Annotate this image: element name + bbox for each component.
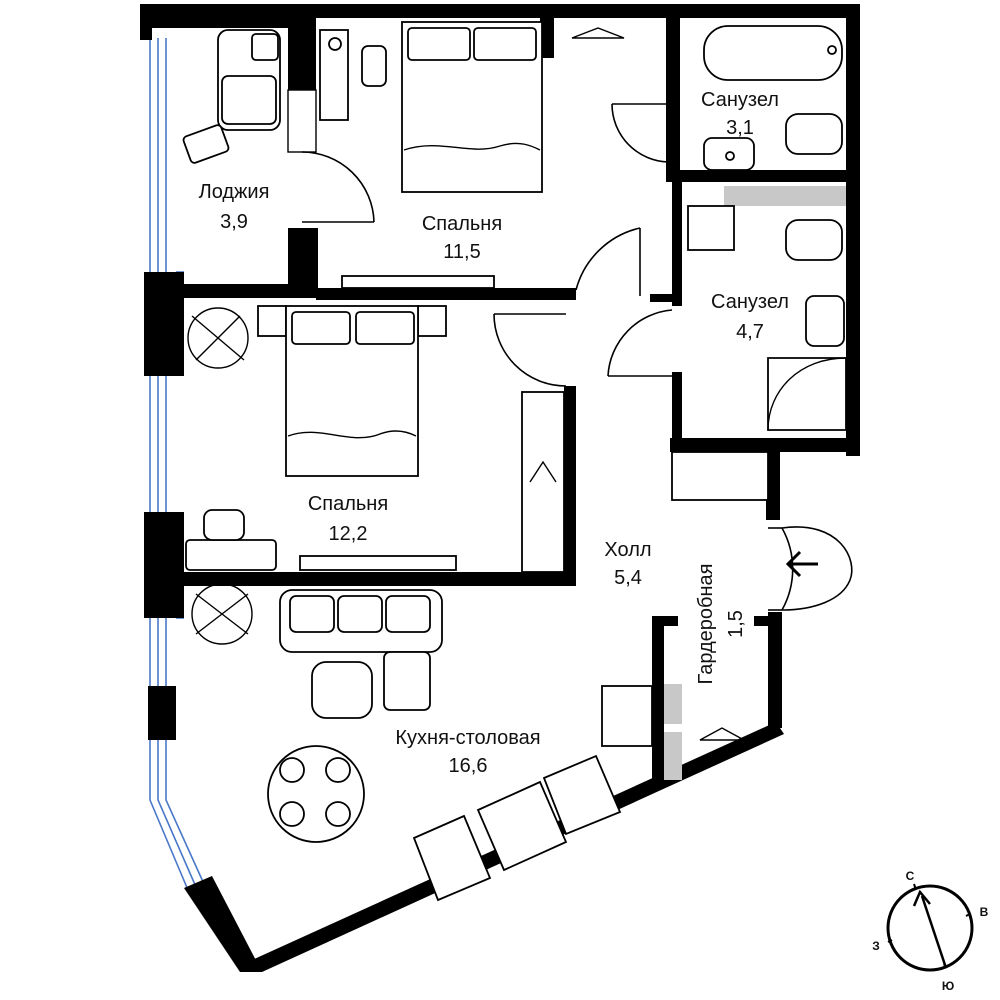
window-glazing: [149, 38, 205, 891]
desk: [319, 29, 387, 121]
bathtub: [703, 25, 843, 81]
desk-mid: [185, 509, 277, 571]
closet-mid: [521, 391, 565, 573]
shaft-bath: [724, 186, 846, 206]
entrance-arrow-icon: [785, 550, 818, 578]
kitchen-counter: [412, 685, 653, 902]
loggia-name: Лоджия: [199, 181, 270, 203]
shelf-mid-bedroom: [299, 555, 457, 571]
shaft-wardrobe-low: [664, 732, 682, 780]
bath-top-area: 3,1: [726, 117, 754, 139]
hanger-icon: [571, 27, 625, 39]
nightstand-right: [417, 305, 447, 337]
toilet-mid: [785, 219, 843, 261]
hall-area: 5,4: [614, 567, 642, 589]
plant-kitchen-icon: [191, 583, 253, 645]
hall-closet: [671, 451, 769, 501]
bedroom-mid-name: Спальня: [308, 493, 388, 515]
shaft-wardrobe: [664, 684, 682, 724]
plant-icon: [187, 307, 249, 369]
sink-mid: [805, 295, 845, 347]
bath-mid-area: 4,7: [736, 321, 764, 343]
loggia-armchairs: [182, 29, 281, 164]
nightstand-left: [257, 305, 287, 337]
shower: [767, 357, 847, 431]
washing-machine: [687, 205, 735, 251]
compass-south: Ю: [942, 979, 954, 993]
hall-name: Холл: [604, 539, 651, 561]
toilet-top: [785, 113, 843, 155]
wardrobe-name: Гардеробная: [695, 564, 717, 685]
sofa: [279, 589, 443, 711]
dining-table: [267, 745, 365, 843]
sink-top: [703, 137, 755, 171]
bedroom-top-area: 11,5: [443, 241, 480, 263]
compass-icon: [886, 883, 974, 972]
bath-mid-name: Санузел: [711, 291, 789, 313]
bed-mid: [285, 305, 419, 477]
compass-east: В: [980, 905, 989, 919]
kitchen-area: 16,6: [449, 755, 488, 777]
wardrobe-hanger-icon: [699, 727, 745, 741]
kitchen-name: Кухня-столовая: [395, 727, 540, 749]
compass-west: З: [872, 939, 880, 953]
compass-north: С: [906, 869, 915, 883]
coffee-table: [311, 661, 373, 719]
bedroom-top-name: Спальня: [422, 213, 502, 235]
shelf-top-bedroom: [341, 275, 495, 289]
bath-top-name: Санузел: [701, 89, 779, 111]
wardrobe-area: 1,5: [725, 610, 747, 638]
loggia-area: 3,9: [220, 211, 248, 233]
bedroom-mid-area: 12,2: [329, 523, 368, 545]
bed-top: [401, 21, 543, 193]
